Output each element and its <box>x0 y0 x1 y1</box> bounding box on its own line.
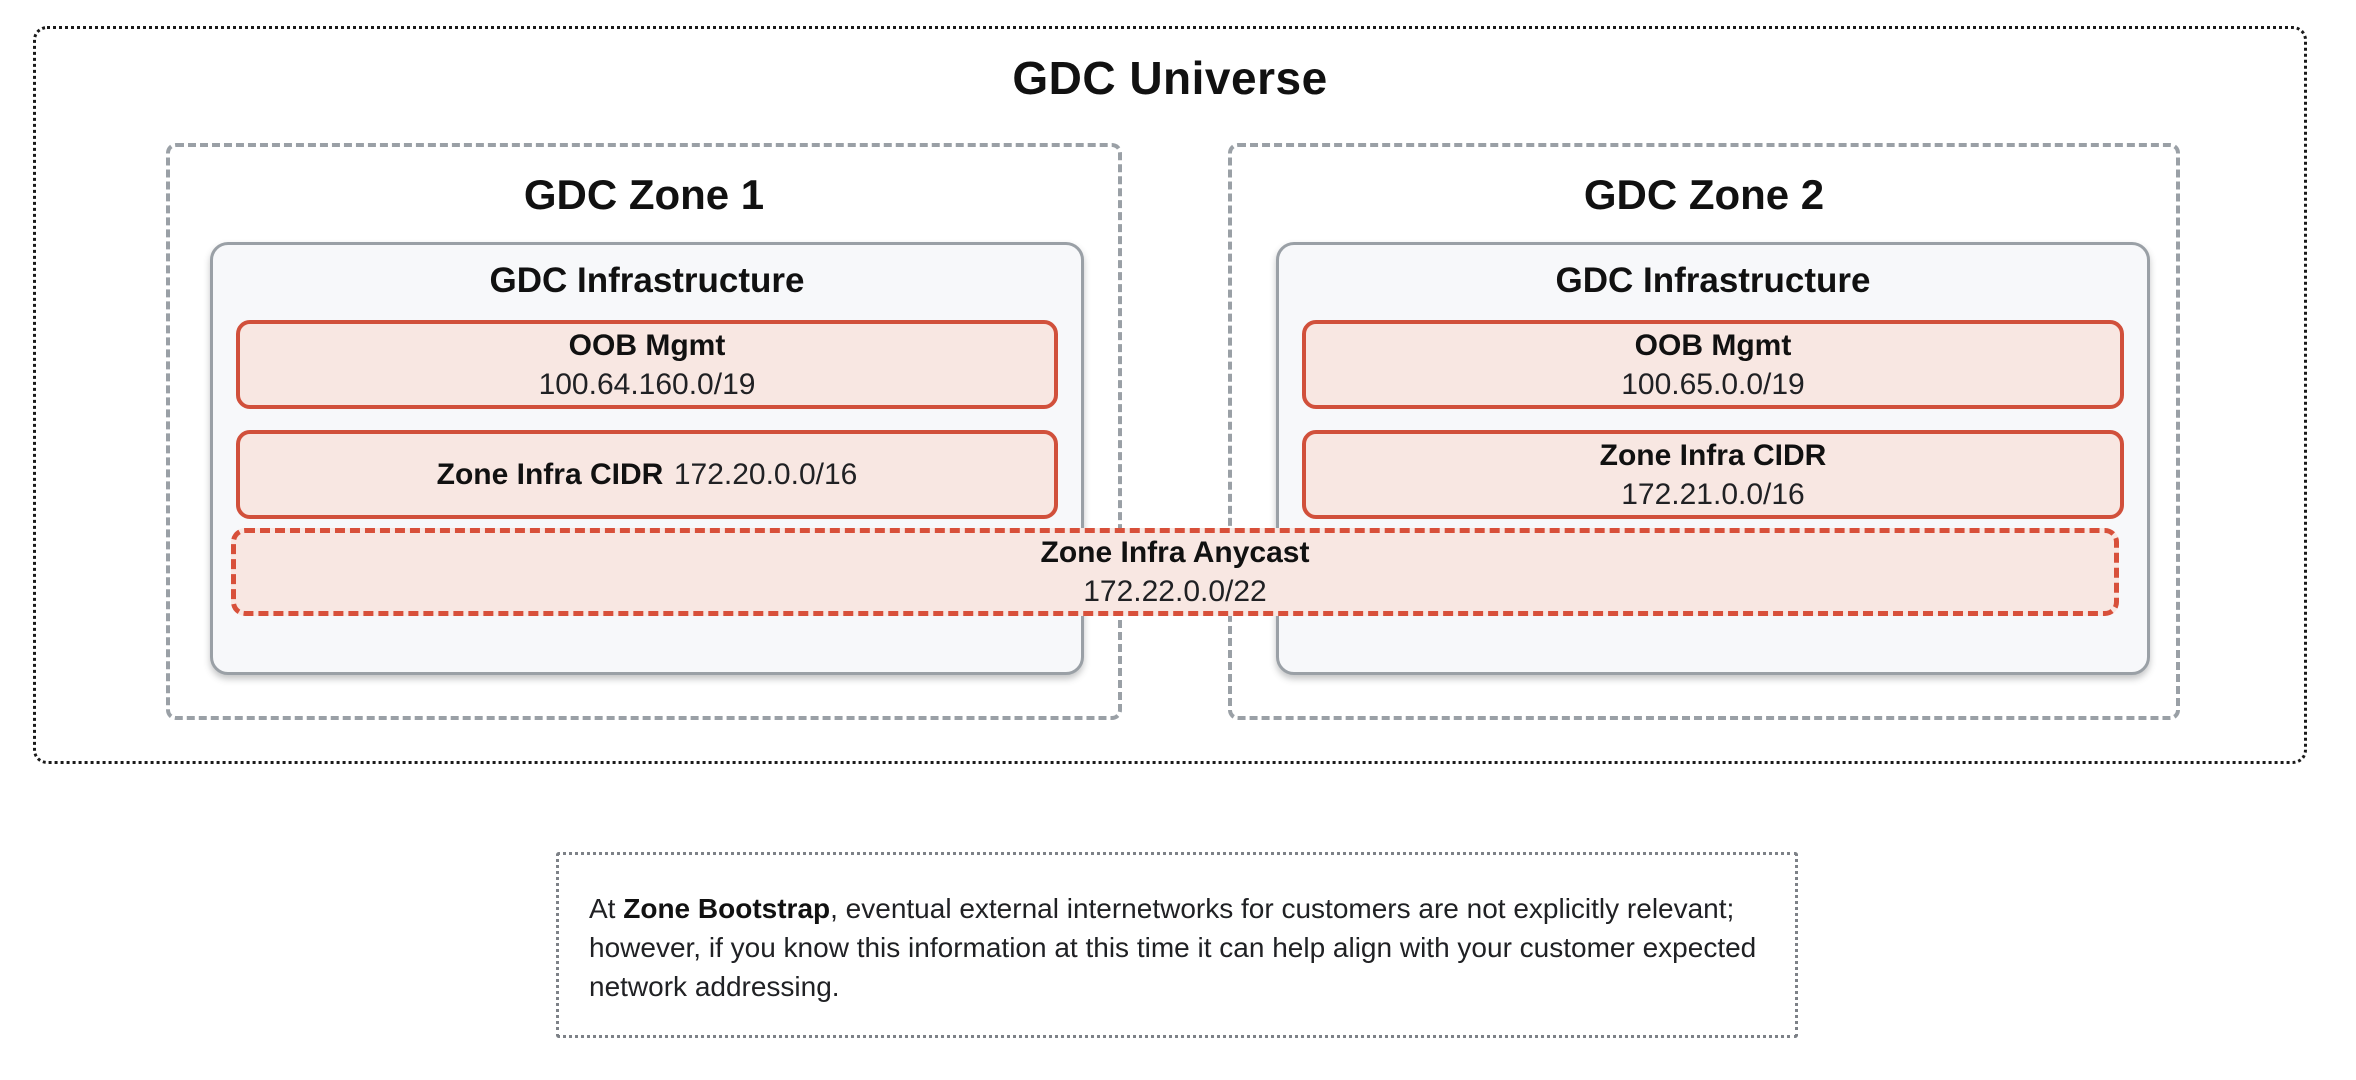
anycast-cidr-value: 172.22.0.0/22 <box>1083 575 1267 608</box>
zone-1-infra-cidr-box: Zone Infra CIDR 172.20.0.0/16 <box>236 430 1058 519</box>
zone-2-infra-cidr-box: Zone Infra CIDR 172.21.0.0/16 <box>1302 430 2124 519</box>
zone-2-oob-label: OOB Mgmt <box>1634 328 1792 362</box>
zone-2-infra-cidr-label: Zone Infra CIDR <box>1599 438 1827 472</box>
zone-infra-anycast-box: Zone Infra Anycast 172.22.0.0/22 <box>231 528 2119 616</box>
zone-1-infra-cidr-label: Zone Infra CIDR <box>436 458 664 491</box>
zone-1-infrastructure-title: GDC Infrastructure <box>489 261 805 300</box>
universe-title: GDC Universe <box>1012 52 1328 104</box>
zone-1-infra-cidr-value: 172.20.0.0/16 <box>673 458 858 491</box>
zone-2-oob-mgmt-box: OOB Mgmt 100.65.0.0/19 <box>1302 320 2124 409</box>
anycast-label: Zone Infra Anycast <box>1040 536 1310 569</box>
zone-bootstrap-note-box: At Zone Bootstrap, eventual external int… <box>556 852 1798 1038</box>
zone-1-oob-cidr-value: 100.64.160.0/19 <box>538 367 756 401</box>
note-text-bold: Zone Bootstrap <box>623 893 831 924</box>
zone-2-infra-cidr-value: 172.21.0.0/16 <box>1621 477 1805 511</box>
note-text-rest: , eventual external internetworks for cu… <box>589 893 1757 1002</box>
zone-1-oob-label: OOB Mgmt <box>568 328 726 362</box>
zone-2-title: GDC Zone 2 <box>1583 171 1825 218</box>
note-text-prefix: At <box>589 893 624 924</box>
zone-2-oob-cidr-value: 100.65.0.0/19 <box>1621 367 1805 401</box>
zone-1-oob-mgmt-box: OOB Mgmt 100.64.160.0/19 <box>236 320 1058 409</box>
gdc-universe-container: GDC Universe GDC Zone 1 GDC Infrastructu… <box>33 26 2307 764</box>
gdc-zone-1-container: GDC Zone 1 GDC Infrastructure OOB Mgmt 1… <box>166 143 1122 720</box>
zone-1-title: GDC Zone 1 <box>523 171 765 218</box>
gdc-zone-2-container: GDC Zone 2 GDC Infrastructure OOB Mgmt 1… <box>1228 143 2180 720</box>
zone-2-infrastructure-title: GDC Infrastructure <box>1555 261 1871 300</box>
